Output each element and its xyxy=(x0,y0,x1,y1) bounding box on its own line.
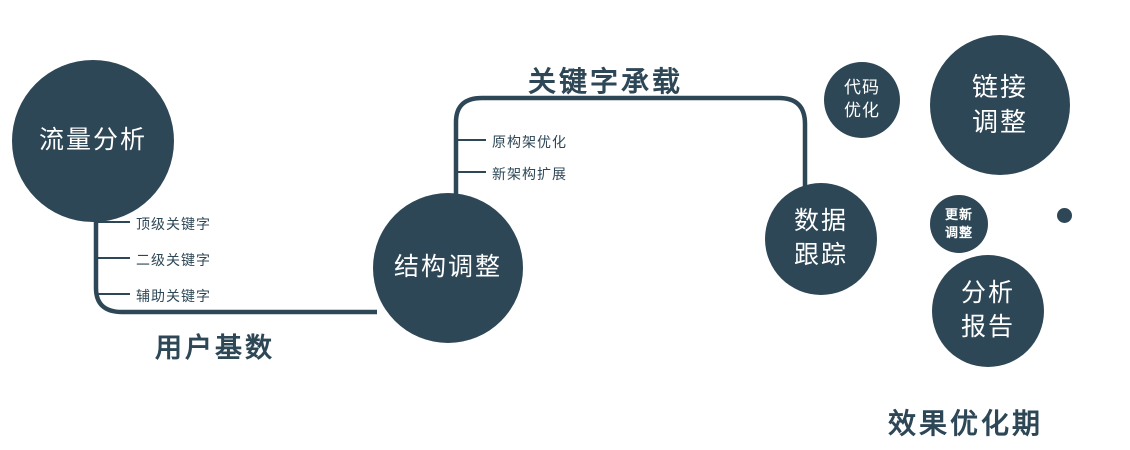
branch-label-original-architecture: 原构架优化 xyxy=(492,134,567,150)
caption-effect-optimization-period: 效果优化期 xyxy=(888,408,1044,439)
branch-label-top-keyword: 顶级关键字 xyxy=(136,216,211,232)
node-code-optimization: 代码 优化 xyxy=(824,62,900,138)
branch-label-auxiliary-keyword: 辅助关键字 xyxy=(136,288,211,304)
bullet-dot xyxy=(1057,208,1072,223)
node-structure-adjustment: 结构调整 xyxy=(373,193,523,343)
branch-label-secondary-keyword: 二级关键字 xyxy=(136,252,211,268)
connector-keyword-carrying xyxy=(453,95,808,198)
node-analysis-report: 分析 报告 xyxy=(932,255,1044,367)
edge-label-user-base: 用户基数 xyxy=(155,333,275,363)
connector-user-base xyxy=(93,198,377,315)
node-update-adjustment: 更新 调整 xyxy=(930,195,988,253)
edge-label-keyword-carrying: 关键字承载 xyxy=(528,66,684,97)
node-traffic-analysis: 流量分析 xyxy=(12,60,174,222)
node-data-tracking: 数据 跟踪 xyxy=(765,183,877,295)
node-link-adjustment: 链接 调整 xyxy=(930,35,1070,175)
branch-label-new-architecture: 新架构扩展 xyxy=(492,166,567,182)
